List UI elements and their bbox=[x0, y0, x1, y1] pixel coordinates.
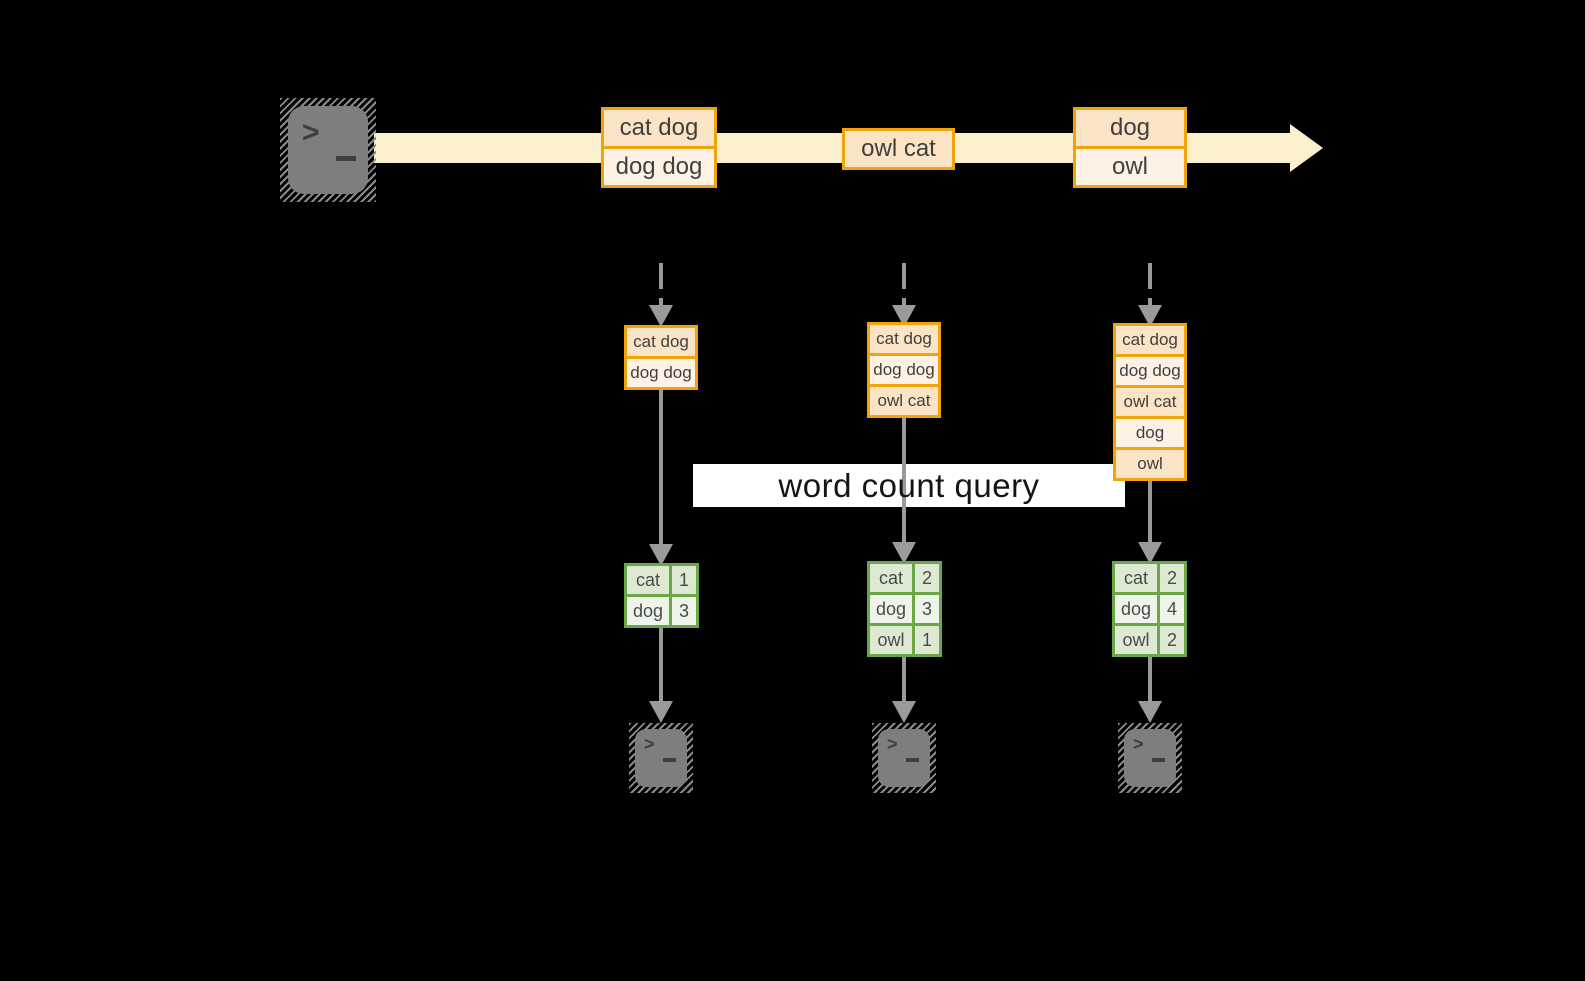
count-word-cell: cat bbox=[870, 564, 912, 592]
stream-record-cell: owl cat bbox=[870, 387, 938, 415]
count-word-cell: cat bbox=[1115, 564, 1157, 592]
stream-record-cell: cat dog bbox=[627, 328, 695, 356]
output-arrowhead-icon-2 bbox=[892, 701, 916, 723]
terminal-prompt-icon: > bbox=[302, 116, 320, 149]
count-word-cell: dog bbox=[870, 595, 912, 623]
count-table-3: cat 2 dog 4 owl 2 bbox=[1112, 561, 1187, 657]
terminal-screen: > bbox=[1124, 729, 1176, 787]
event-log-3: cat dog dog dog owl cat dog owl bbox=[1113, 323, 1187, 481]
consume-arrow-line-1 bbox=[659, 263, 663, 305]
stream-event: cat dog bbox=[604, 110, 714, 146]
count-table-2: cat 2 dog 3 owl 1 bbox=[867, 561, 942, 657]
event-log-1: cat dog dog dog bbox=[624, 325, 698, 390]
stream-event: owl cat bbox=[845, 131, 952, 167]
count-word-cell: dog bbox=[1115, 595, 1157, 623]
query-arrowhead-icon-3 bbox=[1138, 542, 1162, 564]
stream-record-cell: dog dog bbox=[870, 356, 938, 384]
stream-record-cell: owl cat bbox=[1116, 388, 1184, 416]
count-value-cell: 2 bbox=[1160, 564, 1184, 592]
query-arrow-line-3 bbox=[1148, 481, 1152, 542]
terminal-screen: > bbox=[288, 106, 368, 194]
consume-arrowhead-icon-1 bbox=[649, 305, 673, 327]
count-value-cell: 4 bbox=[1160, 595, 1184, 623]
event-log-2: cat dog dog dog owl cat bbox=[867, 322, 941, 418]
query-arrow-line-2 bbox=[902, 418, 906, 542]
count-word-cell: cat bbox=[627, 566, 669, 594]
query-band bbox=[693, 464, 1125, 507]
stream-event: dog bbox=[1076, 110, 1184, 146]
terminal-cursor-icon bbox=[906, 758, 919, 762]
count-word-cell: dog bbox=[627, 597, 669, 625]
count-value-cell: 1 bbox=[672, 566, 696, 594]
output-arrow-line-2 bbox=[902, 657, 906, 701]
stream-record-cell: cat dog bbox=[1116, 326, 1184, 354]
count-value-cell: 3 bbox=[672, 597, 696, 625]
terminal-cursor-icon bbox=[336, 156, 356, 161]
output-terminal-icon-3: > bbox=[1118, 723, 1182, 793]
consume-arrow-line-3 bbox=[1148, 263, 1152, 305]
count-value-cell: 3 bbox=[915, 595, 939, 623]
consume-arrow-line-2 bbox=[902, 263, 906, 305]
stream-record-cell: owl bbox=[1116, 450, 1184, 478]
stream-record-cell: cat dog bbox=[870, 325, 938, 353]
stream-event: dog dog bbox=[604, 149, 714, 185]
stream-event-batch-3: dog owl bbox=[1073, 107, 1187, 188]
consume-arrowhead-icon-2 bbox=[892, 305, 916, 327]
stream-record-cell: dog dog bbox=[1116, 357, 1184, 385]
count-word-cell: owl bbox=[870, 626, 912, 654]
query-arrowhead-icon-1 bbox=[649, 544, 673, 566]
output-terminal-icon-1: > bbox=[629, 723, 693, 793]
terminal-cursor-icon bbox=[1152, 758, 1165, 762]
consume-arrowhead-icon-3 bbox=[1138, 305, 1162, 327]
output-arrowhead-icon-1 bbox=[649, 701, 673, 723]
stream-event-batch-2: owl cat bbox=[842, 128, 955, 170]
terminal-screen: > bbox=[878, 729, 930, 787]
source-terminal-icon: > bbox=[280, 98, 376, 202]
terminal-prompt-icon: > bbox=[887, 734, 898, 754]
count-value-cell: 2 bbox=[1160, 626, 1184, 654]
query-arrow-line-1 bbox=[659, 390, 663, 544]
terminal-screen: > bbox=[635, 729, 687, 787]
count-value-cell: 2 bbox=[915, 564, 939, 592]
stream-event: owl bbox=[1076, 149, 1184, 185]
stream-event-batch-1: cat dog dog dog bbox=[601, 107, 717, 188]
terminal-prompt-icon: > bbox=[1133, 734, 1144, 754]
output-terminal-icon-2: > bbox=[872, 723, 936, 793]
terminal-cursor-icon bbox=[663, 758, 676, 762]
count-value-cell: 1 bbox=[915, 626, 939, 654]
output-arrow-line-1 bbox=[659, 628, 663, 701]
query-label: word count query bbox=[778, 466, 1040, 504]
output-arrow-line-3 bbox=[1148, 657, 1152, 701]
count-word-cell: owl bbox=[1115, 626, 1157, 654]
output-arrowhead-icon-3 bbox=[1138, 701, 1162, 723]
stream-record-cell: dog bbox=[1116, 419, 1184, 447]
terminal-prompt-icon: > bbox=[644, 734, 655, 754]
query-arrowhead-icon-2 bbox=[892, 542, 916, 564]
event-stream-arrowhead-icon bbox=[1290, 124, 1323, 172]
stream-record-cell: dog dog bbox=[627, 359, 695, 387]
count-table-1: cat 1 dog 3 bbox=[624, 563, 699, 628]
